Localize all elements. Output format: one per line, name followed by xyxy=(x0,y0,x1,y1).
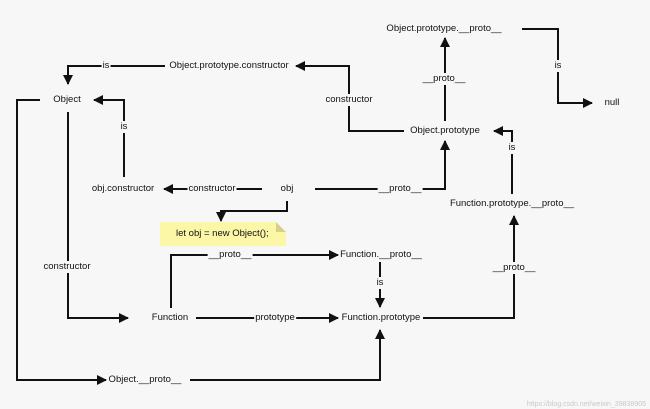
code-note-text: let obj = new Object(); xyxy=(176,228,269,239)
edge-is-object xyxy=(63,65,165,85)
node-object: Object xyxy=(53,94,81,105)
node-function-prototype: Function.prototype xyxy=(341,312,421,323)
label-prototype-function: prototype xyxy=(254,312,296,324)
edge-function-prototype-proto xyxy=(423,215,519,319)
edge-function-proto xyxy=(170,250,339,308)
label-is-object: is xyxy=(101,60,111,72)
label-proto-function: __proto__ xyxy=(207,249,253,261)
edge-object-to-object-proto xyxy=(16,99,107,385)
code-note: let obj = new Object(); xyxy=(160,222,286,246)
node-function-proto: Function.__proto__ xyxy=(340,249,422,260)
node-null: null xyxy=(604,97,620,108)
label-constructor-object: constructor xyxy=(42,261,92,273)
node-object-proto: Object.__proto__ xyxy=(108,374,182,385)
label-proto-obj: __proto__ xyxy=(377,183,423,195)
edge-function-prototype-proto-is xyxy=(493,126,513,194)
edge-obj-proto xyxy=(315,140,450,190)
edge-obj-note xyxy=(216,201,288,222)
label-constructor-obj: constructor xyxy=(187,183,237,195)
watermark: https://blog.csdn.net/weixin_39838905 xyxy=(526,401,646,408)
label-constructor-object-prototype: constructor xyxy=(324,94,374,106)
edge-obj-constructor-is-object xyxy=(93,95,125,177)
label-is-function-prototype-proto: is xyxy=(507,142,517,154)
label-is-null: is xyxy=(553,60,563,72)
edge-object-constructor xyxy=(67,112,129,323)
label-proto-object-prototype: __proto__ xyxy=(421,73,467,85)
node-function-prototype-proto: Function.prototype.__proto__ xyxy=(449,198,575,209)
node-object-prototype-constructor: Object.prototype.constructor xyxy=(169,60,289,71)
node-obj: obj xyxy=(280,183,294,194)
label-is-function-proto: is xyxy=(375,277,385,289)
node-obj-constructor: obj.constructor xyxy=(91,183,155,194)
node-object-prototype: Object.prototype xyxy=(410,125,480,136)
edge-object-proto-function-prototype xyxy=(190,329,385,381)
node-object-prototype-proto: Object.prototype.__proto__ xyxy=(386,23,502,34)
label-proto-function-prototype: __proto__ xyxy=(491,262,537,274)
node-function: Function xyxy=(151,312,189,323)
label-is-obj-constructor: is xyxy=(119,121,129,133)
